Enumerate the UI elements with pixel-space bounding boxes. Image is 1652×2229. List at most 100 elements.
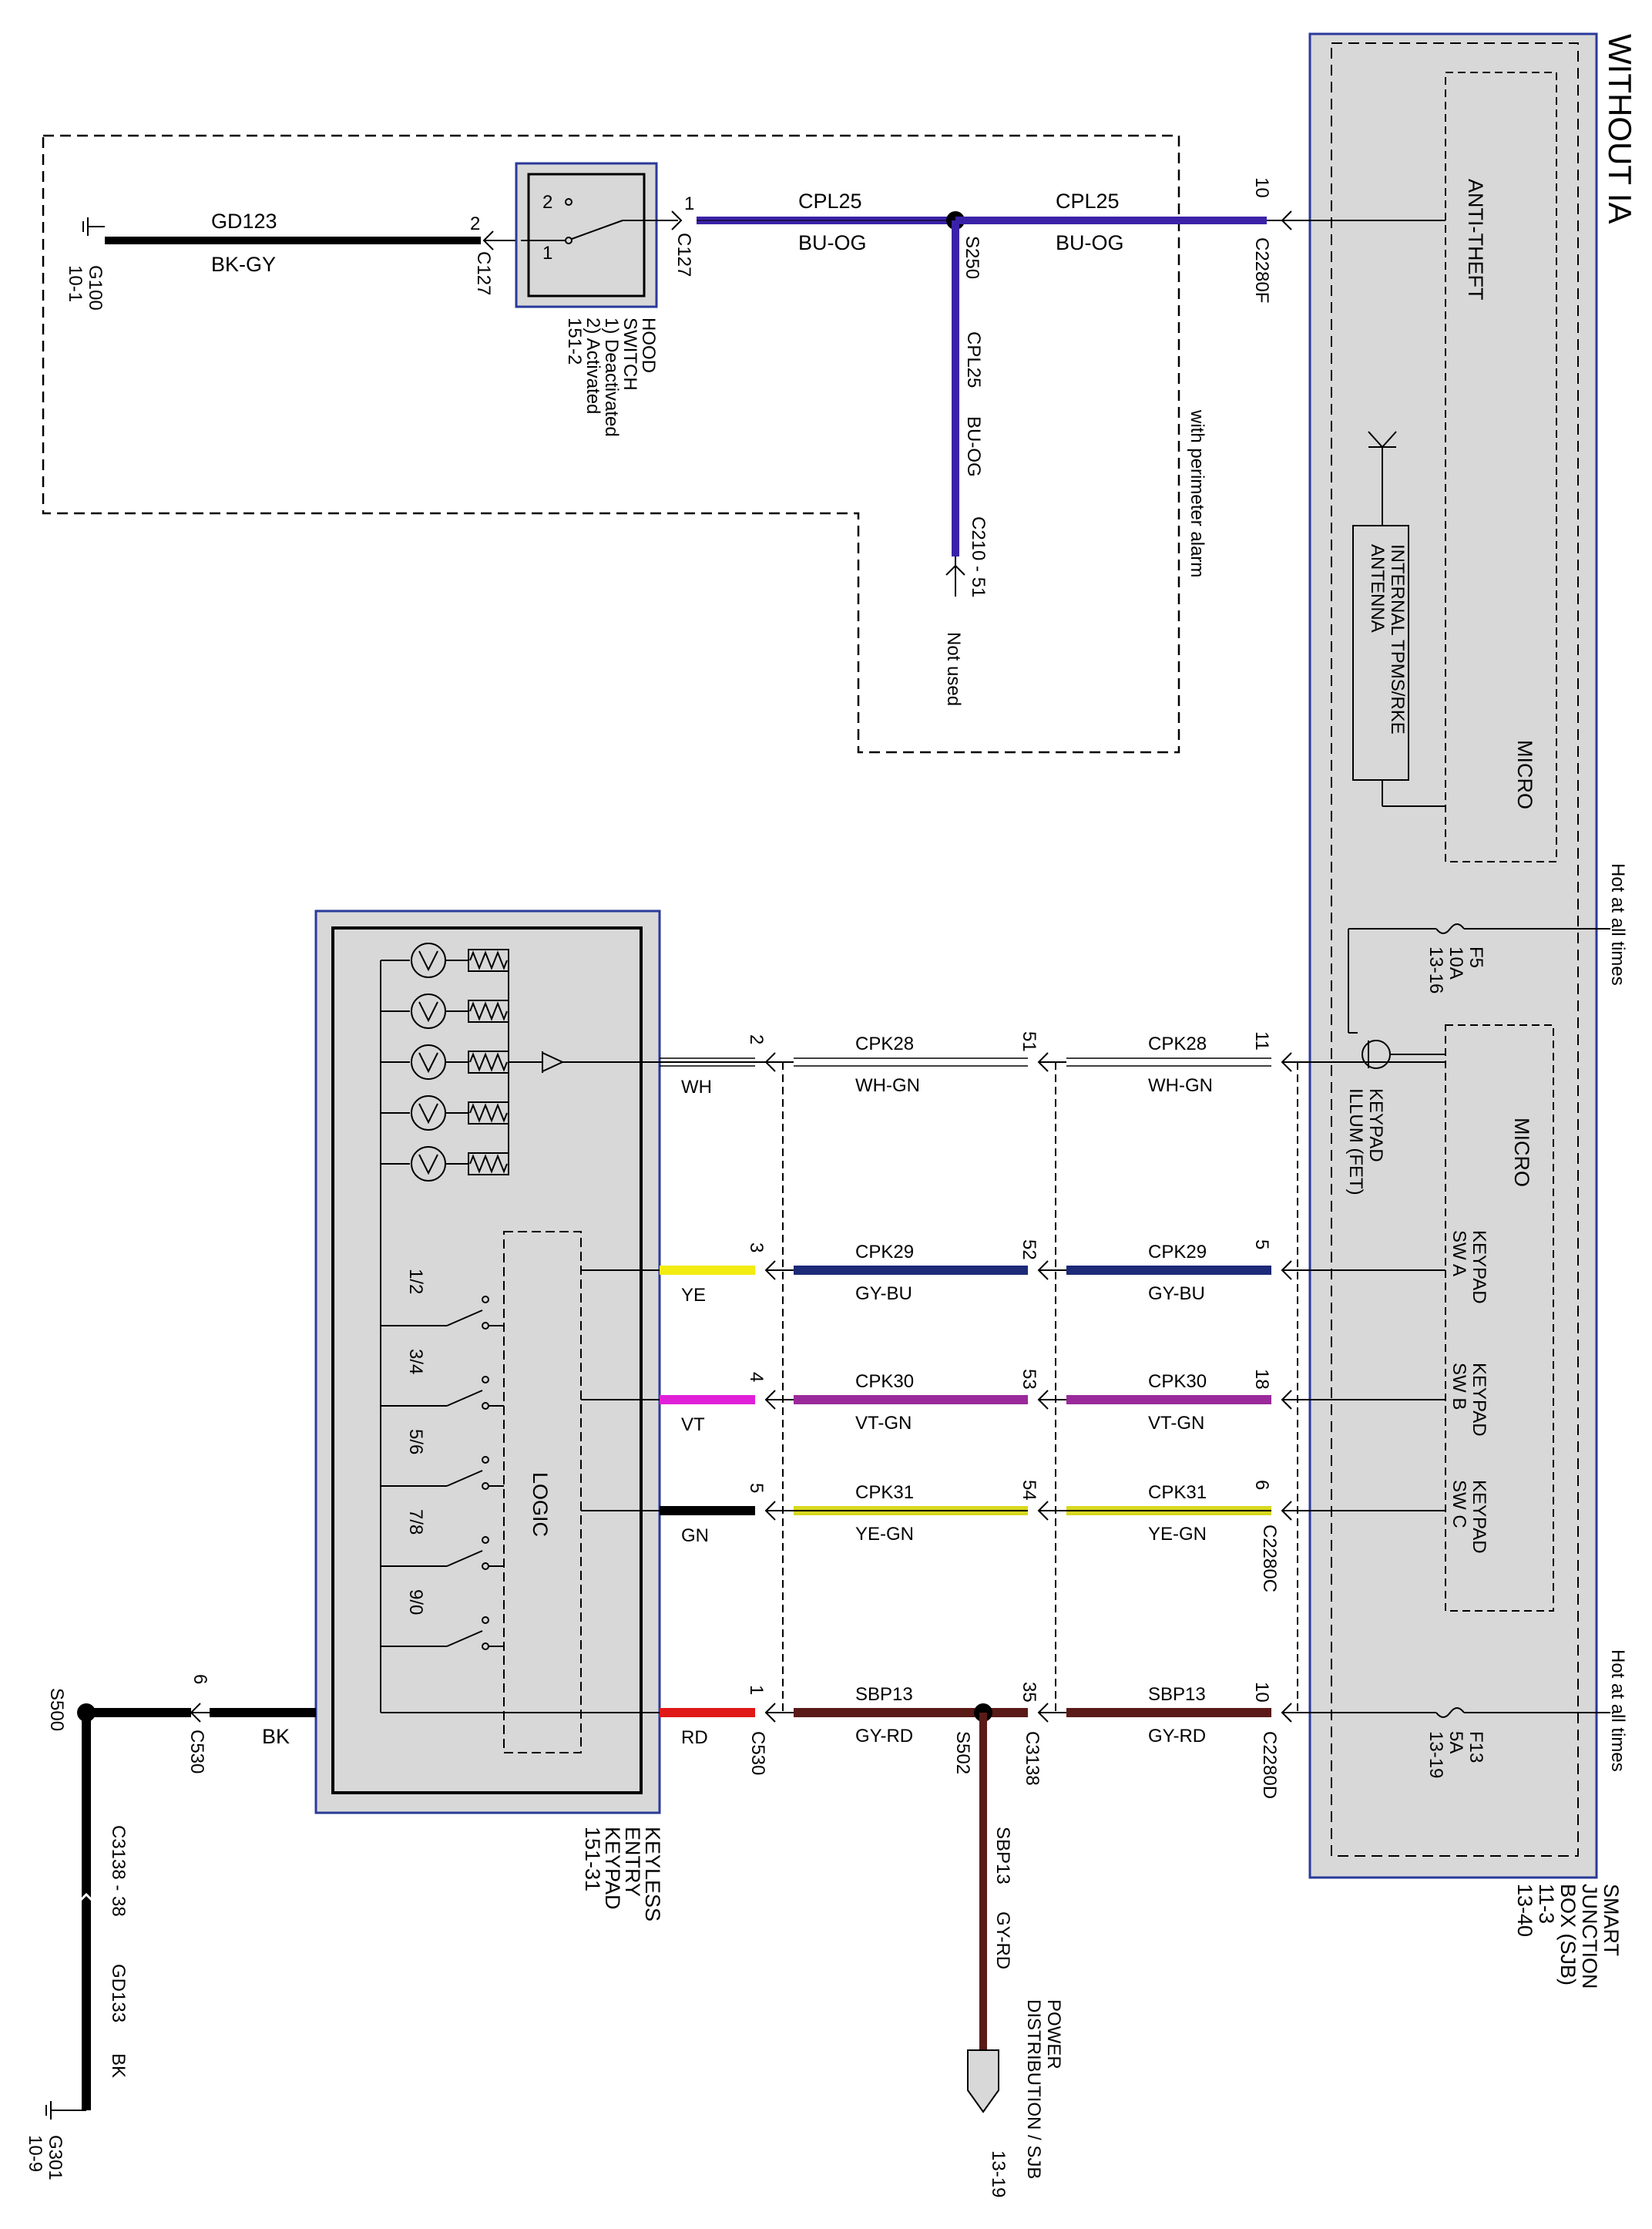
fuse-f5-label: F5 10A 13-16 xyxy=(1425,946,1486,993)
not-used-label: Not used xyxy=(943,632,964,706)
s500-label: S500 xyxy=(46,1688,67,1731)
mid-color-label: WH-GN xyxy=(855,1075,920,1096)
power-distribution-arrow-icon xyxy=(967,2049,999,2113)
keypad-outer-box xyxy=(314,909,661,1814)
sbp13-vertical-label: SBP13 xyxy=(992,1827,1013,1884)
resistor-icon xyxy=(469,1154,508,1174)
c3138-38-label: C3138 - 38 xyxy=(108,1825,129,1917)
mid-pin-label: 51 xyxy=(1019,1031,1039,1052)
gd133-label: GD133 xyxy=(108,1964,129,2022)
sjb-color-label: WH-GN xyxy=(1148,1075,1213,1096)
cpl25-branch-label: CPL25 xyxy=(963,331,984,388)
switch-label: 1/2 xyxy=(405,1269,426,1294)
sjb-circuit-label: CPK31 xyxy=(1148,1482,1207,1503)
micro-top-dashed xyxy=(1445,72,1557,862)
mid-color-label: GY-RD xyxy=(855,1726,913,1747)
switch-5-6: 5/6 xyxy=(381,1429,504,1490)
led-row-2 xyxy=(381,993,509,1029)
hood-switch-contact xyxy=(571,220,623,240)
ground-g301-section: BK 6 C530 S500 C3138 - 38 GD133 BK G301 … xyxy=(25,1674,316,2185)
sjb-name: SMART JUNCTION BOX (SJB) 11-3 13-40 xyxy=(1513,1884,1623,1995)
bk-gd133-label: BK xyxy=(108,2053,129,2078)
led-row-3 xyxy=(381,1044,509,1080)
c127-right-label: C127 xyxy=(673,233,694,277)
kp-pin-label: 4 xyxy=(746,1372,767,1382)
sjb-pin-label: 6 xyxy=(1251,1480,1272,1490)
sjb-color-label: GY-BU xyxy=(1148,1283,1205,1304)
kp-pin-label: 3 xyxy=(746,1242,767,1252)
antenna-label: INTERNAL TPMS/RKE ANTENNA xyxy=(1367,544,1408,739)
diagram-title: WITHOUT IA xyxy=(1602,34,1638,224)
switch-label: 9/0 xyxy=(405,1589,426,1615)
micro-top-label: MICRO xyxy=(1513,740,1536,809)
hood-switch-pos-2: 2 xyxy=(542,192,552,213)
kp-pin-label: 5 xyxy=(746,1483,767,1493)
kp-color-label: GN xyxy=(681,1525,709,1546)
fuse-f13-label: F13 5A 13-19 xyxy=(1425,1731,1486,1778)
c530-label: C530 xyxy=(186,1730,207,1773)
bk-gy-label: BK-GY xyxy=(211,253,276,276)
switch-label: 3/4 xyxy=(405,1349,426,1374)
bu-og-left-label: BU-OG xyxy=(798,231,867,254)
sjb-color-label: GY-RD xyxy=(1148,1726,1206,1747)
sjb-circuit-label: SBP13 xyxy=(1148,1684,1206,1705)
kp-color-label: VT xyxy=(681,1414,705,1435)
power-distribution-label: POWER DISTRIBUTION / SJB xyxy=(1023,1999,1064,2179)
sjb-inner-dashed xyxy=(1331,42,1579,1857)
pin-1-label: 1 xyxy=(684,193,694,214)
g301-label: G301 10-9 xyxy=(25,2135,65,2185)
sjb-outer-box xyxy=(1308,32,1598,1879)
c127-left-label: C127 xyxy=(473,251,494,295)
power-distribution-branch: S502 SBP13 GY-RD POWER DISTRIBUTION / SJ… xyxy=(952,1703,1064,2197)
resistor-icon xyxy=(469,1052,508,1072)
keypad-illum-label: KEYPAD ILLUM (FET) xyxy=(1345,1088,1386,1195)
smart-junction-box: WITHOUT IA SMART JUNCTION BOX (SJB) 11-3… xyxy=(1308,32,1638,1995)
s250-label: S250 xyxy=(962,236,982,279)
kp-color-label: RD xyxy=(681,1727,708,1748)
antenna-box xyxy=(1352,525,1409,781)
sjb-circuit-label: CPK28 xyxy=(1148,1034,1207,1054)
led-row-4 xyxy=(381,1095,509,1131)
mid-color-label: YE-GN xyxy=(855,1524,914,1545)
s502-label: S502 xyxy=(952,1731,973,1774)
mid-circuit-label: CPK31 xyxy=(855,1482,914,1503)
resistor-icon xyxy=(469,1001,508,1021)
power-distribution-ref: 13-19 xyxy=(988,2150,1009,2197)
resistor-icon xyxy=(469,1103,508,1123)
sjb-color-label: YE-GN xyxy=(1148,1524,1207,1545)
switch-9-0: 9/0 xyxy=(381,1589,504,1650)
fuse-f5-icon xyxy=(1435,923,1465,934)
micro-bottom-label: MICRO xyxy=(1510,1118,1533,1187)
c3138-38-connector xyxy=(76,1892,97,1905)
hot-top-label: Hot at all times xyxy=(1607,863,1628,986)
keypad-sw-b-label: KEYPAD SW B xyxy=(1449,1363,1489,1441)
sjb-circuit-label: CPK29 xyxy=(1148,1242,1207,1262)
perimeter-alarm-dashed-box xyxy=(42,134,1180,754)
pin-10-label: 10 xyxy=(1251,177,1272,198)
keypad-sw-a-label: KEYPAD SW A xyxy=(1449,1230,1489,1309)
mid-circuit-label: CPK30 xyxy=(855,1371,914,1392)
mid-color-label: GY-BU xyxy=(855,1283,912,1304)
bu-og-right-label: BU-OG xyxy=(1056,231,1124,254)
perimeter-alarm-label: with perimeter alarm xyxy=(1187,409,1207,577)
mid-pin-label: 54 xyxy=(1019,1480,1039,1501)
sjb-color-label: VT-GN xyxy=(1148,1413,1204,1434)
switch-7-8: 7/8 xyxy=(381,1509,504,1570)
switch-label: 5/6 xyxy=(405,1429,426,1454)
sjb-circuit-label: CPK30 xyxy=(1148,1371,1207,1392)
mid-pin-label: 52 xyxy=(1019,1239,1039,1260)
c2280d-label: C2280D xyxy=(1259,1731,1280,1799)
cpl25-right-label: CPL25 xyxy=(1056,190,1120,213)
c2280c-label: C2280C xyxy=(1259,1525,1280,1592)
sjb-pin-label: 11 xyxy=(1251,1031,1272,1051)
logic-label: LOGIC xyxy=(529,1472,552,1537)
keypad-name: KEYLESS ENTRY KEYPAD 151-31 xyxy=(581,1827,664,1928)
bu-og-branch-label: BU-OG xyxy=(963,416,984,477)
sjb-pin-label: 5 xyxy=(1251,1239,1272,1249)
gy-rd-vertical-label: GY-RD xyxy=(992,1911,1013,1969)
mid-circuit-label: CPK28 xyxy=(855,1034,914,1054)
kp-color-label: YE xyxy=(681,1285,706,1306)
c2280f-label: C2280F xyxy=(1251,237,1272,303)
mid-circuit-label: CPK29 xyxy=(855,1242,914,1262)
